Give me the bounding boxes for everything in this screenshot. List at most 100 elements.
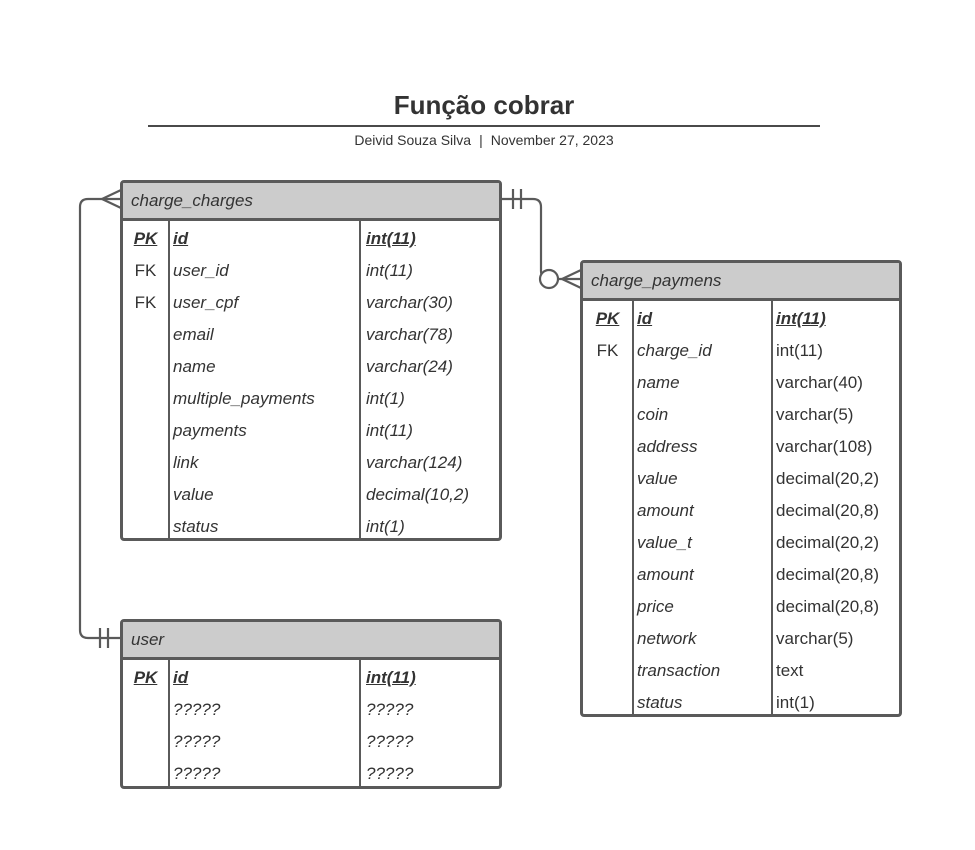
table-row: value decimal(10,2) — [123, 481, 499, 513]
field-name-cell: email — [173, 325, 214, 344]
field-name-cell: value — [637, 469, 678, 488]
field-name-cell: id — [173, 229, 189, 248]
diagram-subtitle: Deivid Souza Silva | November 27, 2023 — [148, 132, 820, 148]
field-name-cell: link — [173, 453, 199, 472]
field-type-cell: int(11) — [366, 261, 413, 280]
field-name-cell: charge_id — [637, 341, 712, 360]
field-type-cell: int(11) — [366, 229, 416, 248]
key-cell: FK — [596, 341, 619, 360]
field-name-cell: amount — [637, 501, 694, 520]
field-type-cell: int(11) — [366, 421, 413, 440]
column-divider — [771, 301, 773, 714]
field-name-cell: user_id — [173, 261, 229, 280]
entity-header: charge_paymens — [583, 263, 899, 301]
field-name-cell: address — [637, 437, 698, 456]
field-name-cell: id — [173, 668, 189, 687]
table-row: price decimal(20,8) — [583, 593, 899, 625]
field-type-cell: decimal(20,2) — [776, 469, 879, 488]
subtitle-separator: | — [479, 132, 483, 148]
field-name-cell: value — [173, 485, 214, 504]
table-row: FK user_id int(11) — [123, 257, 499, 289]
field-name-cell: status — [173, 517, 219, 536]
crowfoot-zero-circle-icon — [538, 268, 560, 290]
table-row: value decimal(20,2) — [583, 465, 899, 497]
author-name: Deivid Souza Silva — [354, 132, 472, 148]
field-name-cell: value_t — [637, 533, 692, 552]
table-row: link varchar(124) — [123, 449, 499, 481]
field-type-cell: varchar(30) — [366, 293, 453, 312]
table-row: PK id int(11) — [583, 305, 899, 337]
relationship-charges-user-line — [78, 197, 121, 640]
field-name-cell: transaction — [637, 661, 721, 680]
diagram-title: Função cobrar — [393, 90, 575, 120]
crowfoot-many-icon — [561, 269, 582, 289]
table-row: ?????????? — [123, 696, 499, 728]
field-type-cell: varchar(108) — [776, 437, 873, 456]
table-row: multiple_payments int(1) — [123, 385, 499, 417]
field-type-cell: varchar(124) — [366, 453, 463, 472]
table-row: email varchar(78) — [123, 321, 499, 353]
diagram-date: November 27, 2023 — [490, 132, 614, 148]
column-divider — [359, 660, 361, 786]
field-type-cell: decimal(10,2) — [366, 485, 469, 504]
column-divider — [168, 221, 170, 538]
field-name-cell: user_cpf — [173, 293, 239, 312]
field-type-cell: ????? — [366, 764, 414, 783]
entity-rows: PK id int(11) FK charge_id int(11) name varchar… — [583, 305, 899, 714]
column-divider — [168, 660, 170, 786]
field-name-cell: multiple_payments — [173, 389, 315, 408]
field-name-cell: payments — [173, 421, 247, 440]
field-type-cell: decimal(20,8) — [776, 501, 879, 520]
key-cell: PK — [595, 309, 620, 328]
field-type-cell: int(11) — [776, 309, 826, 328]
field-name-cell: coin — [637, 405, 669, 424]
table-row: status int(1) — [123, 513, 499, 538]
key-cell: PK — [133, 668, 158, 687]
field-type-cell: int(1) — [776, 693, 815, 712]
field-name-cell: ????? — [173, 764, 221, 783]
table-row: payments int(11) — [123, 417, 499, 449]
field-name-cell: id — [637, 309, 653, 328]
entity-charge-charges[interactable]: charge_charges PK id int(11) FK user_id int(1… — [120, 180, 502, 541]
field-type-cell: varchar(5) — [776, 629, 854, 648]
key-cell: PK — [133, 229, 158, 248]
field-name-cell: ????? — [173, 732, 221, 751]
field-name-cell: status — [637, 693, 683, 712]
entity-header: user — [123, 622, 499, 660]
field-type-cell: ????? — [366, 700, 414, 719]
field-type-cell: ????? — [366, 732, 414, 751]
field-name-cell: amount — [637, 565, 694, 584]
field-type-cell: int(1) — [366, 389, 405, 408]
field-type-cell: decimal(20,2) — [776, 533, 879, 552]
field-name-cell: price — [637, 597, 674, 616]
entity-header: charge_charges — [123, 183, 499, 221]
table-row: transaction text — [583, 657, 899, 689]
crowfoot-many-icon — [101, 189, 122, 209]
table-row: status int(1) — [583, 689, 899, 714]
column-divider — [359, 221, 361, 538]
field-type-cell: varchar(24) — [366, 357, 453, 376]
field-type-cell: decimal(20,8) — [776, 597, 879, 616]
field-type-cell: varchar(78) — [366, 325, 453, 344]
table-row: address varchar(108) — [583, 433, 899, 465]
field-type-cell: text — [776, 661, 804, 680]
table-row: PK id int(11) — [123, 225, 499, 257]
field-type-cell: int(1) — [366, 517, 405, 536]
key-cell: FK — [134, 261, 157, 280]
table-row: ?????????? — [123, 728, 499, 760]
field-name-cell: name — [637, 373, 680, 392]
column-divider — [632, 301, 634, 714]
